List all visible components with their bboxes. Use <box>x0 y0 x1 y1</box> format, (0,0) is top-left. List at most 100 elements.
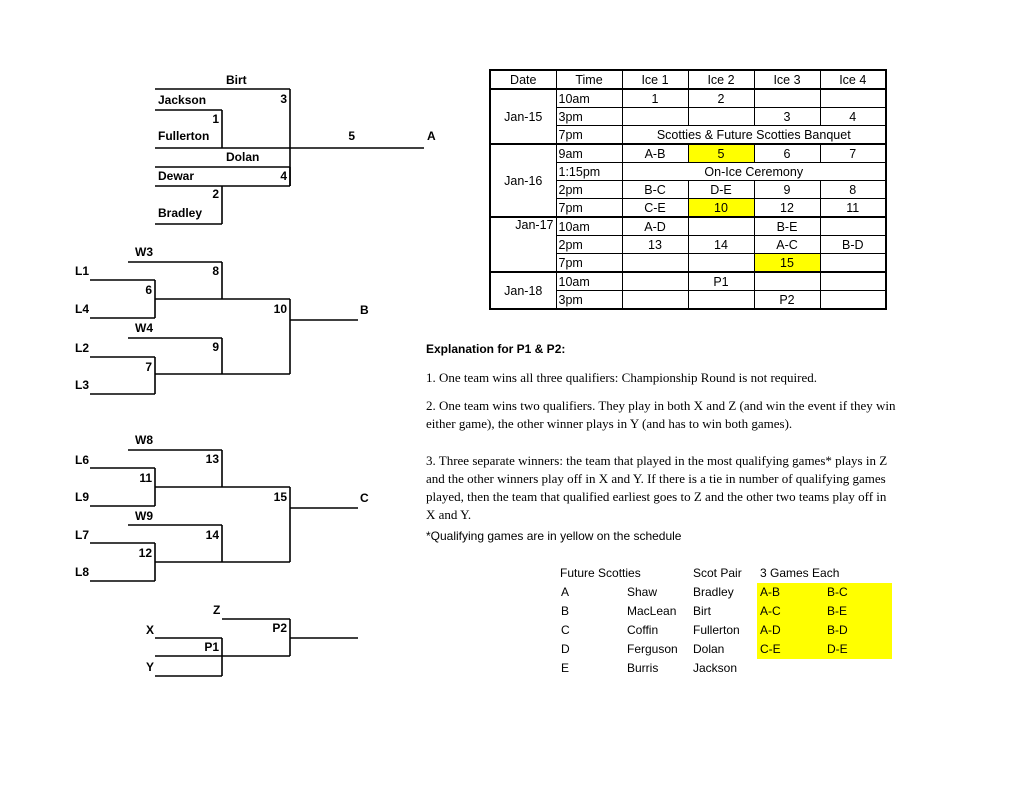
games-each-header: 3 Games Each <box>760 566 840 580</box>
game-number: 13 <box>206 452 220 466</box>
game-cell: B-C <box>621 180 689 199</box>
time-cell: 1:15pm <box>555 162 623 181</box>
team-label: Dolan <box>226 150 259 164</box>
winner-label: C <box>360 491 369 505</box>
bracket-label: L3 <box>75 378 89 392</box>
game-number: 10 <box>274 302 288 316</box>
team-letter: B <box>561 604 570 618</box>
time-cell: 7pm <box>555 125 623 145</box>
game-cell: A-B <box>621 143 689 163</box>
team-letter: A <box>561 585 570 599</box>
bracket-label: L9 <box>75 490 89 504</box>
header-ice-4: Ice 4 <box>819 69 887 90</box>
date-cell: Jan-15 <box>489 88 557 145</box>
game-cell <box>819 271 887 291</box>
roster-header: Future Scotties <box>560 564 641 583</box>
game-cell <box>687 216 755 236</box>
team-label: Bradley <box>158 206 202 220</box>
game-cell <box>687 107 755 126</box>
time-cell: 9am <box>555 143 623 163</box>
game-cell: 12 <box>753 198 821 218</box>
game-cell <box>687 290 755 310</box>
time-cell: 7pm <box>555 198 623 218</box>
team-label: Dewar <box>158 169 194 183</box>
explanation-item-3: 3. Three separate winners: the team that… <box>426 453 888 522</box>
game-cell: P2 <box>753 290 821 310</box>
game-cell: A-D <box>621 216 689 236</box>
bracket-label: W3 <box>135 245 153 259</box>
game-cell: B-E <box>753 216 821 236</box>
game-cell: 14 <box>687 235 755 254</box>
game-number: 6 <box>145 283 152 297</box>
time-cell: 3pm <box>555 290 623 310</box>
scot-name: Dolan <box>693 642 725 656</box>
games-highlight <box>757 583 892 659</box>
game-number: 2 <box>212 187 219 201</box>
scot-column: Bradley Birt Fullerton Dolan Jackson <box>693 583 740 678</box>
future-name: Coffin <box>627 623 659 637</box>
time-cell: 2pm <box>555 235 623 254</box>
letter-column: A B C D E <box>561 583 570 678</box>
schedule-table: Date Time Ice 1 Ice 2 Ice 3 Ice 4 Jan-15… <box>489 69 887 310</box>
qualifier-note: *Qualifying games are in yellow on the s… <box>426 529 682 543</box>
game-cell: 3 <box>753 107 821 126</box>
qualifier-game-cell: 15 <box>753 253 821 273</box>
explanation-item-2: 2. One team wins two qualifiers. They pl… <box>426 398 896 431</box>
schedule-row: 2pm B-C D-E 9 8 <box>490 180 887 199</box>
game-cell: 8 <box>819 180 887 199</box>
game-cell: 13 <box>621 235 689 254</box>
schedule-row: Jan-17 10am A-D B-E <box>489 216 887 273</box>
roster-header: 3 Games Each <box>760 564 839 583</box>
schedule-row: 7pm 15 <box>490 253 887 273</box>
game-cell: 9 <box>753 180 821 199</box>
time-cell: 10am <box>555 271 623 291</box>
bracket-top: Birt Jackson Fullerton Dolan Dewar Bradl… <box>155 73 436 225</box>
explanation-item-1: 1. One team wins all three qualifiers: C… <box>426 370 818 385</box>
bracket-label: W8 <box>135 433 153 447</box>
game-cell <box>819 88 887 108</box>
time-cell: 3pm <box>555 107 623 126</box>
game-number: 7 <box>145 360 152 374</box>
game-cell: C-E <box>621 198 689 218</box>
header-ice-3: Ice 3 <box>753 69 821 90</box>
game-number: 11 <box>139 471 152 485</box>
date-cell: Jan-17 <box>489 216 557 273</box>
game-number: 9 <box>212 340 219 354</box>
team-label: Birt <box>226 73 247 87</box>
bracket-label: Z <box>213 603 220 617</box>
header-date: Date <box>489 69 557 90</box>
time-cell: 2pm <box>555 180 623 199</box>
game-cell: 6 <box>753 143 821 163</box>
matchup: B-E <box>827 604 848 618</box>
game-cell <box>753 271 821 291</box>
matchup: B-C <box>827 585 848 599</box>
bracket-label: L4 <box>75 302 89 316</box>
bracket-label: L8 <box>75 565 89 579</box>
game-number: 8 <box>212 264 219 278</box>
matchup: D-E <box>827 642 848 656</box>
time-cell: 10am <box>555 216 623 236</box>
event-cell: Scotties & Future Scotties Banquet <box>621 125 887 145</box>
game-cell: P1 <box>687 271 755 291</box>
scot-name: Jackson <box>693 661 738 675</box>
roster-header: Scot Pair <box>693 564 742 583</box>
qualifier-game-cell: 5 <box>687 143 755 163</box>
bracket-label: L7 <box>75 528 89 542</box>
schedule-header-row: Date Time Ice 1 Ice 2 Ice 3 Ice 4 <box>489 69 887 90</box>
game-cell: 7 <box>819 143 887 163</box>
schedule-row: Jan-16 9am A-B 5 6 7 <box>489 143 887 218</box>
future-name: Burris <box>627 661 659 675</box>
game-cell <box>621 107 689 126</box>
game-number: 14 <box>206 528 220 542</box>
game-number: 5 <box>348 129 355 143</box>
game-cell: 11 <box>819 198 887 218</box>
scot-pair-header: Scot Pair <box>693 566 742 580</box>
future-name: MacLean <box>627 604 677 618</box>
scot-name: Bradley <box>693 585 734 599</box>
game-number: 15 <box>274 490 288 504</box>
header-time: Time <box>555 69 623 90</box>
future-name: Shaw <box>627 585 658 599</box>
winner-label: B <box>360 303 369 317</box>
game-cell: 4 <box>819 107 887 126</box>
future-scotties-header: Future Scotties <box>560 566 641 580</box>
